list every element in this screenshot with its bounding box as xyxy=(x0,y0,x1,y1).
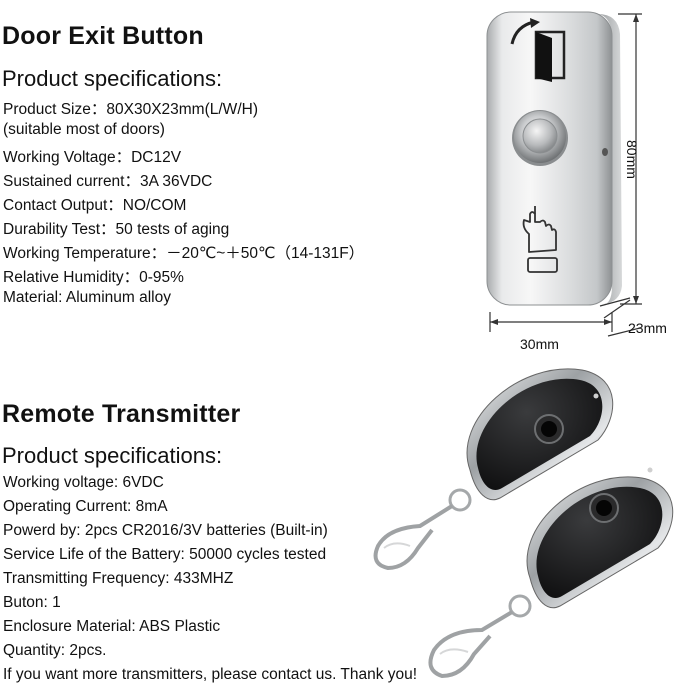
remote-transmitter-image-1 xyxy=(373,368,614,571)
remote-spec-frequency: Transmitting Frequency: 433MHZ xyxy=(3,570,234,587)
door-spec-humidity: Relative Humidity：0-95% xyxy=(3,269,184,286)
remote-spec-voltage: Working voltage: 6VDC xyxy=(3,474,164,491)
remote-spec-current: Operating Current: 8mA xyxy=(3,498,168,515)
door-exit-button-image xyxy=(486,11,622,306)
door-spec-material: Material: Aluminum alloy xyxy=(3,289,171,306)
remote-transmitter-image-2 xyxy=(428,467,674,679)
door-spec-temperature: Working Temperature：－20℃~＋50℃（14-131F） xyxy=(3,245,365,262)
door-spec-voltage: Working Voltage：DC12V xyxy=(3,149,182,166)
door-spec-size: Product Size：80X30X23mm(L/W/H) xyxy=(3,101,258,118)
door-spec-suitable: (suitable most of doors) xyxy=(3,121,165,138)
door-spec-current: Sustained current：3A 36VDC xyxy=(3,173,213,190)
door-spec-durability: Durability Test：50 tests of aging xyxy=(3,221,230,238)
remote-spec-battery-life: Service Life of the Battery: 50000 cycle… xyxy=(3,546,327,563)
door-exit-title: Door Exit Button xyxy=(2,22,204,50)
remote-title: Remote Transmitter xyxy=(2,400,241,428)
exit-door-icon xyxy=(510,18,566,82)
remote-specs-heading: Product specifications: xyxy=(2,443,223,468)
remote-spec-button: Buton: 1 xyxy=(3,594,61,611)
door-specs-heading: Product specifications: xyxy=(2,66,223,91)
dimension-height-label: 80mm xyxy=(624,140,640,179)
remote-spec-battery: Powerd by: 2pcs CR2016/3V batteries (Bui… xyxy=(3,522,328,539)
remote-contact-note: If you want more transmitters, please co… xyxy=(3,666,418,683)
dimension-width-label: 30mm xyxy=(520,336,559,352)
hand-push-icon xyxy=(522,206,558,273)
dimension-depth-label: 23mm xyxy=(628,320,667,336)
remote-spec-quantity: Quantity: 2pcs. xyxy=(3,642,107,659)
remote-spec-enclosure: Enclosure Material: ABS Plastic xyxy=(3,618,221,635)
door-spec-contact: Contact Output：NO/COM xyxy=(3,197,187,214)
